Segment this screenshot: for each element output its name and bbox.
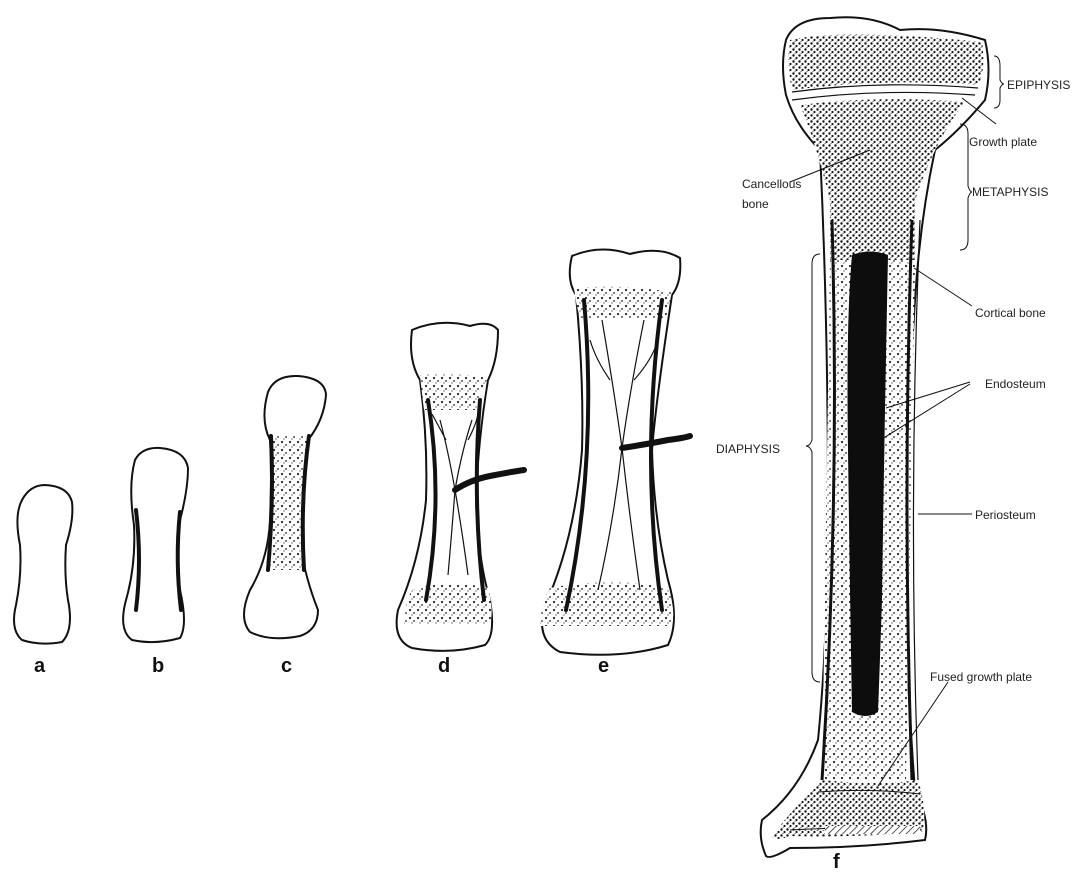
label-diaphysis: DIAPHYSIS (716, 442, 780, 456)
label-growth-plate: Growth plate (969, 135, 1037, 149)
label-epiphysis: EPIPHYSIS (1007, 78, 1070, 92)
panel-label-d: d (438, 655, 450, 677)
label-fused-growth-plate: Fused growth plate (930, 670, 1032, 684)
panel-label-a: a (34, 655, 46, 677)
label-metaphysis: METAPHYSIS (972, 185, 1048, 199)
label-periosteum: Periosteum (975, 508, 1036, 522)
bone-stage-c (244, 376, 326, 638)
bone-stage-d (397, 323, 524, 651)
panel-label-b: b (152, 655, 164, 677)
label-cancellous-line1: Cancellous (742, 177, 801, 191)
panel-label-c: c (281, 655, 292, 677)
bone-stage-b (123, 448, 188, 642)
panel-label-e: e (598, 655, 609, 677)
panel-label-f: f (833, 851, 840, 873)
epiphysis-bracket (994, 56, 1004, 108)
label-cortical-bone: Cortical bone (975, 306, 1046, 320)
label-cancellous-line2: bone (742, 197, 769, 211)
diaphysis-bracket (806, 254, 820, 682)
bone-stage-a (14, 485, 72, 644)
cortical-bone-pointer (914, 268, 972, 306)
bone-stage-f (761, 17, 989, 857)
bone-stage-e (540, 249, 690, 654)
label-endosteum: Endosteum (985, 377, 1046, 391)
